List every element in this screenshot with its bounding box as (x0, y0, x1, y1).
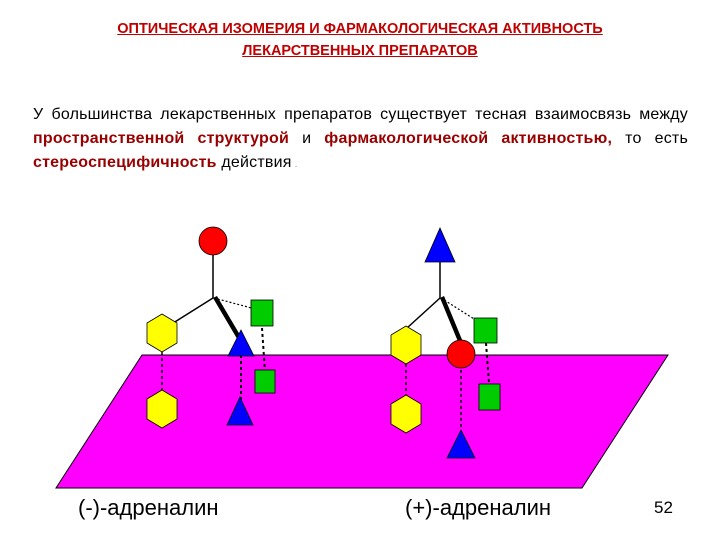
right-green-square-top (473, 317, 498, 344)
right-molecule (390, 227, 501, 459)
paragraph-text-3: то есть (612, 130, 688, 147)
left-yellow-hexagon-top (146, 313, 178, 353)
slide-number: 52 (654, 498, 673, 517)
left-green-square-top (250, 299, 274, 327)
right-yellow-hexagon-bottom (390, 394, 422, 434)
left-blue-triangle-bottom (226, 396, 254, 426)
right-green-square-bottom (478, 383, 501, 411)
left-red-circle (198, 226, 228, 256)
slide-title: ОПТИЧЕСКАЯ ИЗОМЕРИЯ И ФАРМАКОЛОГИЧЕСКАЯ … (40, 18, 680, 62)
left-molecule (146, 226, 276, 429)
paragraph-text-2: и (289, 130, 325, 147)
left-blue-triangle-top (227, 329, 255, 357)
highlight-pharmacological-activity: фармакологической активностью, (324, 130, 613, 147)
caption-plus-adrenaline: (+)-адреналин (405, 495, 552, 520)
highlight-stereospecificity: стереоспецифичность (33, 154, 217, 171)
caption-minus-adrenaline: (-)-адреналин (78, 495, 219, 520)
title-line-2: ЛЕКАРСТВЕННЫХ ПРЕПАРАТОВ (242, 43, 478, 59)
receptor-plane (55, 354, 669, 489)
right-blue-triangle-top (424, 227, 456, 263)
title-line-1: ОПТИЧЕСКАЯ ИЗОМЕРИЯ И ФАРМАКОЛОГИЧЕСКАЯ … (117, 21, 603, 37)
left-yellow-hexagon-bottom (146, 389, 178, 429)
paragraph-text-1: У большинства лекарственных препаратов с… (33, 106, 688, 123)
intro-paragraph: У большинства лекарственных препаратов с… (33, 103, 688, 177)
paragraph-text-4: действия (216, 154, 292, 171)
highlight-spatial-structure: пространственной структурой (33, 130, 290, 147)
left-green-square-bottom (254, 369, 276, 394)
right-blue-triangle-bottom (446, 429, 476, 459)
right-red-circle (446, 339, 476, 369)
right-yellow-hexagon-top (390, 325, 422, 365)
paragraph-dot: . (291, 159, 298, 170)
